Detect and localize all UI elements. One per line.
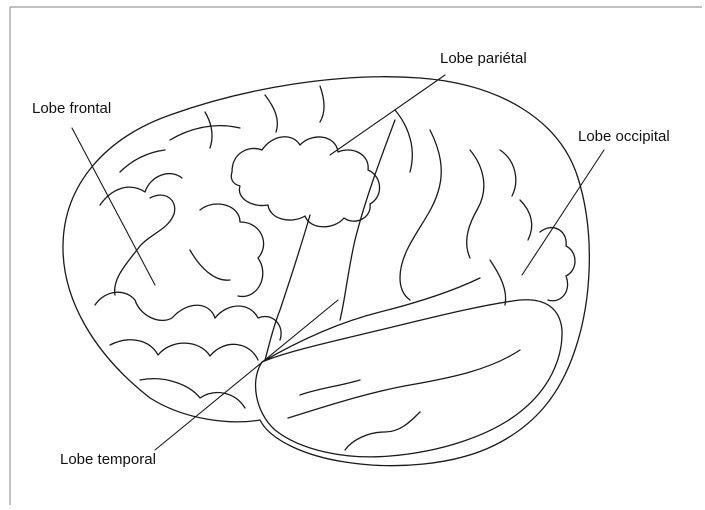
superior-sulcus-1 bbox=[265, 95, 277, 132]
parietal-gyrus bbox=[231, 137, 379, 227]
frontal-gyrus-upper bbox=[100, 174, 182, 205]
occipital-sulcus-5 bbox=[520, 200, 532, 240]
frontal-gyrus-loop bbox=[200, 204, 264, 296]
superior-sulcus-2 bbox=[320, 86, 324, 122]
lateral-fissure bbox=[262, 278, 480, 362]
label-lobe-occipital: Lobe occipital bbox=[578, 128, 670, 146]
temporal-sulcus bbox=[288, 350, 520, 418]
frontal-sulcus-pre bbox=[190, 250, 230, 280]
occipital-sulcus-4 bbox=[395, 110, 412, 172]
leader-frontal bbox=[72, 128, 155, 285]
frontal-gyrus-orbital bbox=[140, 379, 245, 408]
label-lobe-temporal: Lobe temporal bbox=[60, 451, 156, 469]
label-lobe-parietal: Lobe pariétal bbox=[440, 50, 527, 68]
central-sulcus-2 bbox=[265, 215, 310, 360]
occipital-sulcus-2 bbox=[467, 150, 484, 258]
brain-outline bbox=[63, 77, 589, 466]
frontal-gyrus-bottom bbox=[110, 340, 258, 360]
label-lobe-frontal: Lobe frontal bbox=[32, 100, 111, 118]
occipital-sulcus-3 bbox=[500, 150, 516, 196]
leader-parietal bbox=[330, 75, 445, 155]
temporal-sulcus-2 bbox=[345, 412, 420, 450]
superior-sulcus-3 bbox=[205, 112, 212, 148]
occipital-sulcus-6 bbox=[490, 260, 506, 305]
temporal-sulcus-3 bbox=[300, 380, 360, 395]
occipital-sulcus-1 bbox=[400, 130, 441, 300]
frontal-gyrus-lower bbox=[95, 292, 215, 320]
frontal-sulcus-top2 bbox=[120, 150, 165, 172]
frontal-sulcus-top bbox=[170, 126, 240, 140]
leader-temporal bbox=[155, 300, 338, 450]
leader-occipital bbox=[522, 150, 604, 275]
frontal-gyrus-mid bbox=[115, 195, 175, 295]
